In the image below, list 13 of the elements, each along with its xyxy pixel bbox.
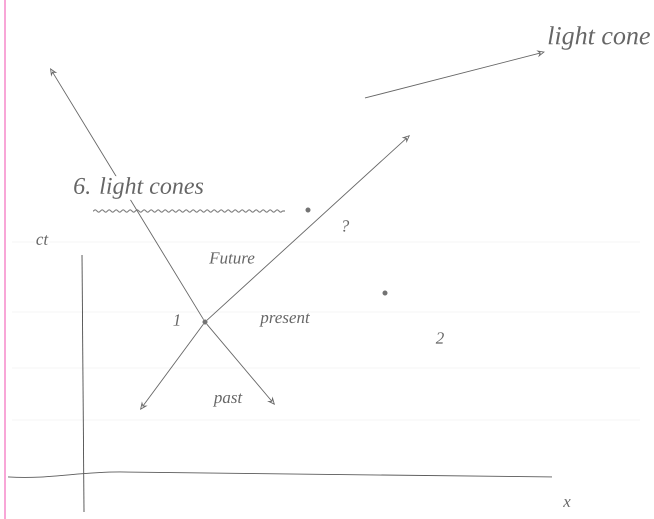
light-cone-line xyxy=(206,324,275,405)
heading: 6. light cones xyxy=(72,176,205,200)
axis-label: x xyxy=(562,498,572,508)
region-label: Future xyxy=(208,251,256,265)
text-label: light cone xyxy=(548,26,650,50)
light-cone-line xyxy=(140,324,204,410)
axis-label: ct xyxy=(34,234,50,246)
event-label: ? xyxy=(343,220,350,232)
event-label: 1 xyxy=(173,314,180,326)
region-label: past xyxy=(212,392,244,408)
event-label: 2 xyxy=(436,332,444,344)
region-label: present xyxy=(259,312,311,328)
light-cone-line xyxy=(206,135,410,321)
